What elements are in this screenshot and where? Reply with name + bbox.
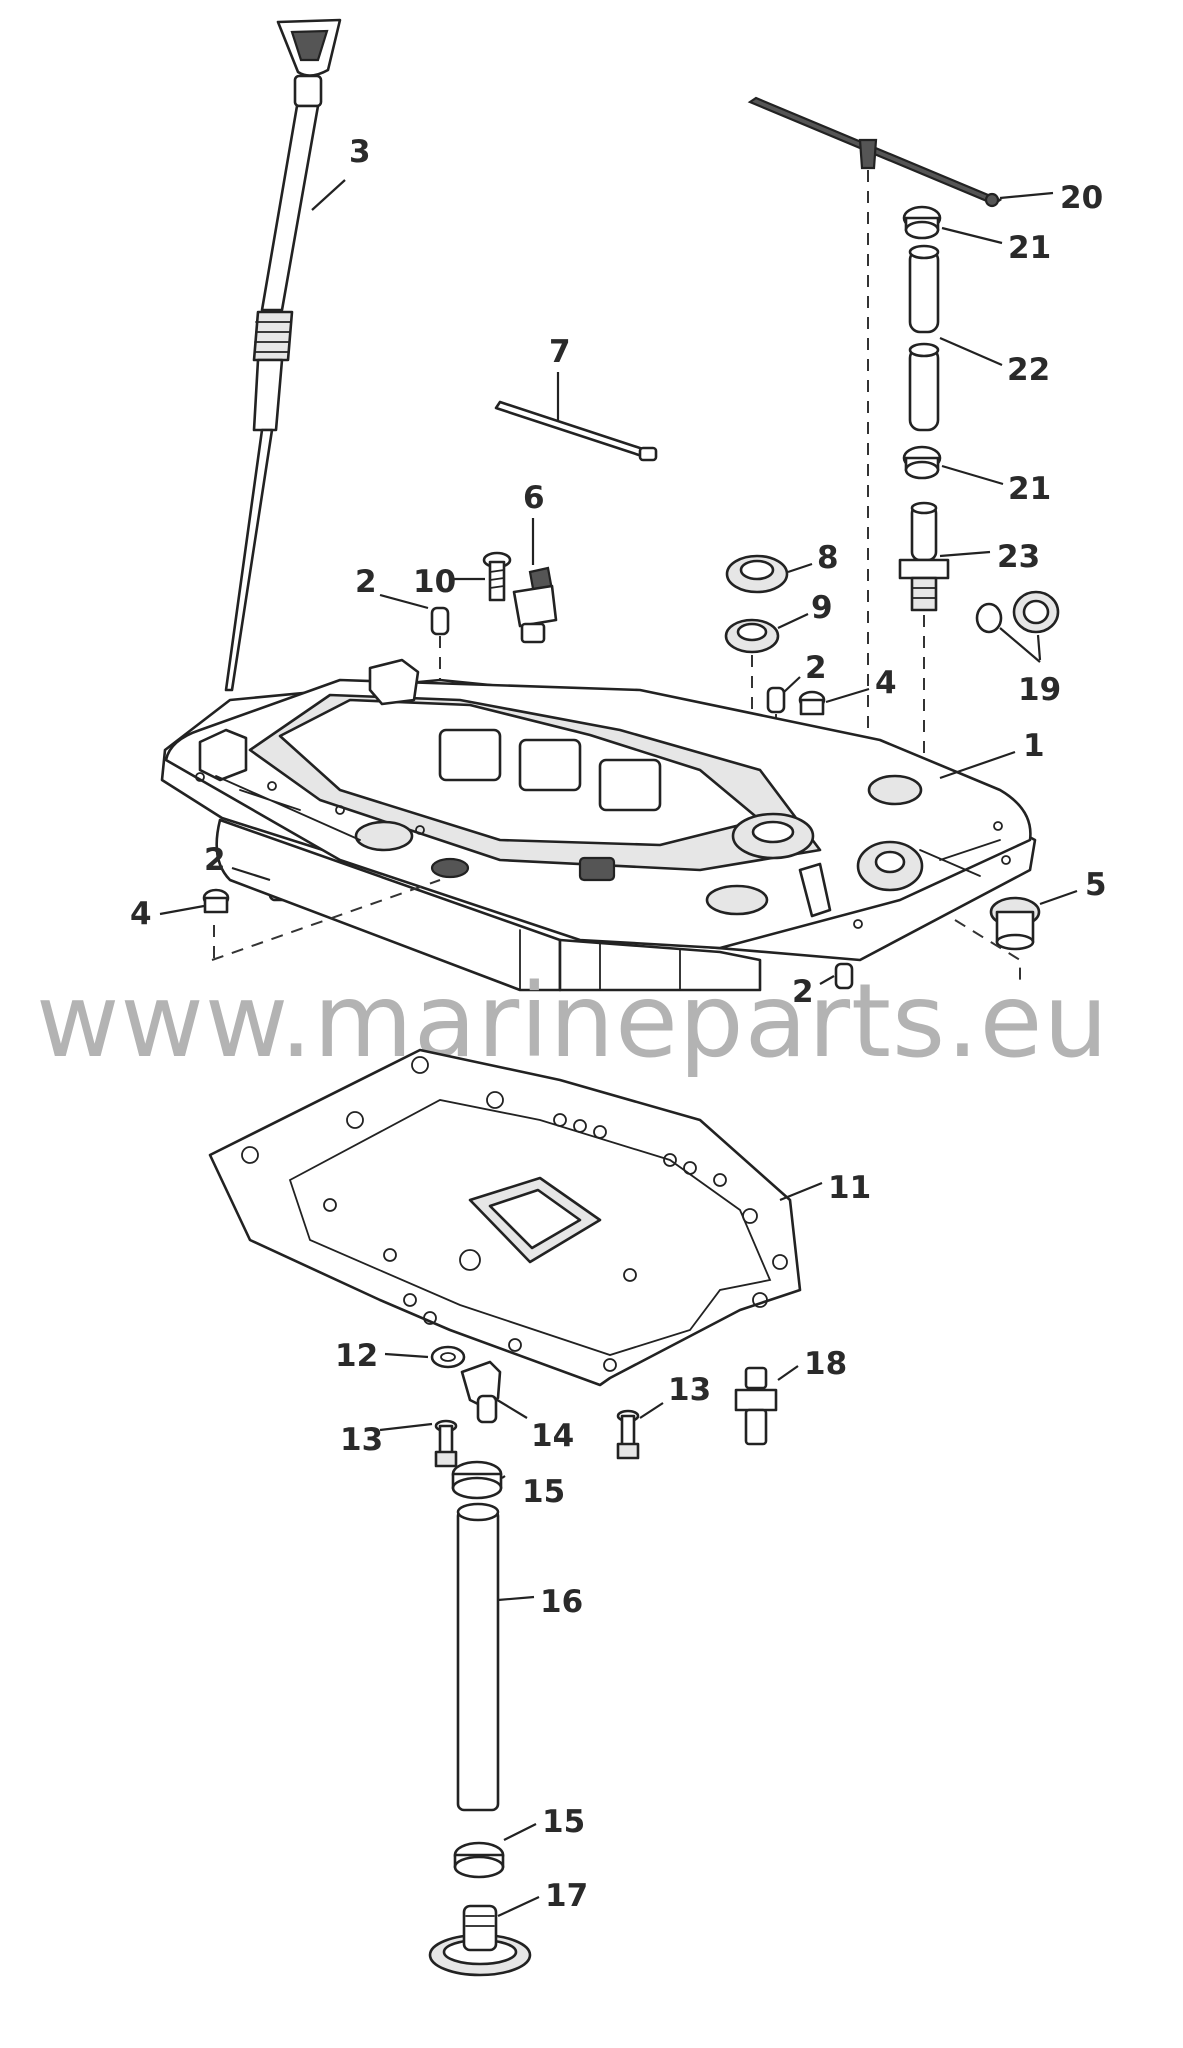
part-12-washer <box>430 1345 466 1369</box>
part-3-dipstick <box>224 18 342 692</box>
part-4-plug-left <box>202 888 230 914</box>
part-6-sensor <box>512 566 558 644</box>
callout-12: 12 <box>335 1338 378 1374</box>
callout-9: 9 <box>811 590 833 626</box>
part-2-dowel-bottom-right <box>834 962 854 990</box>
part-18-fitting <box>734 1366 778 1446</box>
callout-3: 3 <box>349 134 371 170</box>
part-11-gasket <box>208 1048 802 1387</box>
callout-14: 14 <box>531 1418 574 1454</box>
callout-11: 11 <box>828 1170 871 1206</box>
callout-4-right: 4 <box>875 665 897 701</box>
callout-7: 7 <box>549 334 571 370</box>
callout-2-top-left: 2 <box>355 564 377 600</box>
callout-18: 18 <box>804 1346 847 1382</box>
part-23-fitting <box>898 501 950 790</box>
callout-2-left: 2 <box>204 842 226 878</box>
part-21-clamp-top <box>902 205 942 240</box>
leader-lines <box>159 179 1078 1917</box>
part-20-strap <box>747 96 1003 780</box>
part-8-seal <box>725 554 789 594</box>
callout-1: 1 <box>1023 728 1045 764</box>
callout-20: 20 <box>1060 180 1103 216</box>
part-5-drain-plug <box>989 896 1041 951</box>
callout-22: 22 <box>1007 352 1050 388</box>
callout-13-right: 13 <box>668 1372 711 1408</box>
callout-5: 5 <box>1085 867 1107 903</box>
part-21-clamp-bottom <box>902 445 942 480</box>
part-9-seal <box>724 618 780 720</box>
part-15-clamp-bottom <box>453 1841 505 1879</box>
callout-15-top: 15 <box>522 1474 565 1510</box>
part-22-hose-lower <box>908 342 940 432</box>
callout-23: 23 <box>997 539 1040 575</box>
part-4-plug-right <box>798 690 826 716</box>
callout-6: 6 <box>523 480 545 516</box>
callout-2-top-right: 2 <box>805 650 827 686</box>
part-13-bolt-left <box>434 1419 458 1468</box>
callout-21-bottom: 21 <box>1008 471 1051 507</box>
part-16-tube <box>456 1502 500 1812</box>
callout-21-top: 21 <box>1008 230 1051 266</box>
part-15-clamp-top <box>451 1460 503 1500</box>
callout-19: 19 <box>1018 672 1061 708</box>
part-19-plug <box>975 590 1060 634</box>
callout-15-bottom: 15 <box>542 1804 585 1840</box>
part-14-bracket <box>460 1360 502 1424</box>
part-1-adapter-plate <box>160 658 1037 992</box>
watermark-text: www.marineparts.eu <box>36 962 1109 1081</box>
callout-17: 17 <box>545 1878 588 1914</box>
callout-2-bottom-right: 2 <box>792 974 814 1010</box>
callout-labels: 3 7 6 10 2 8 9 2 4 1 2 4 5 2 20 21 22 21… <box>130 134 1107 1914</box>
part-2-dowel-top-left <box>430 606 450 700</box>
callout-10: 10 <box>413 564 456 600</box>
part-7-cable-tie <box>494 400 658 462</box>
callout-16: 16 <box>540 1584 583 1620</box>
callout-8: 8 <box>817 540 839 576</box>
callout-13-left: 13 <box>340 1422 383 1458</box>
part-10-bolt <box>482 551 512 602</box>
part-22-hose-upper <box>908 244 940 334</box>
part-17-grommet <box>428 1904 532 1977</box>
callout-4-left: 4 <box>130 896 152 932</box>
part-13-bolt-right <box>616 1409 640 1460</box>
